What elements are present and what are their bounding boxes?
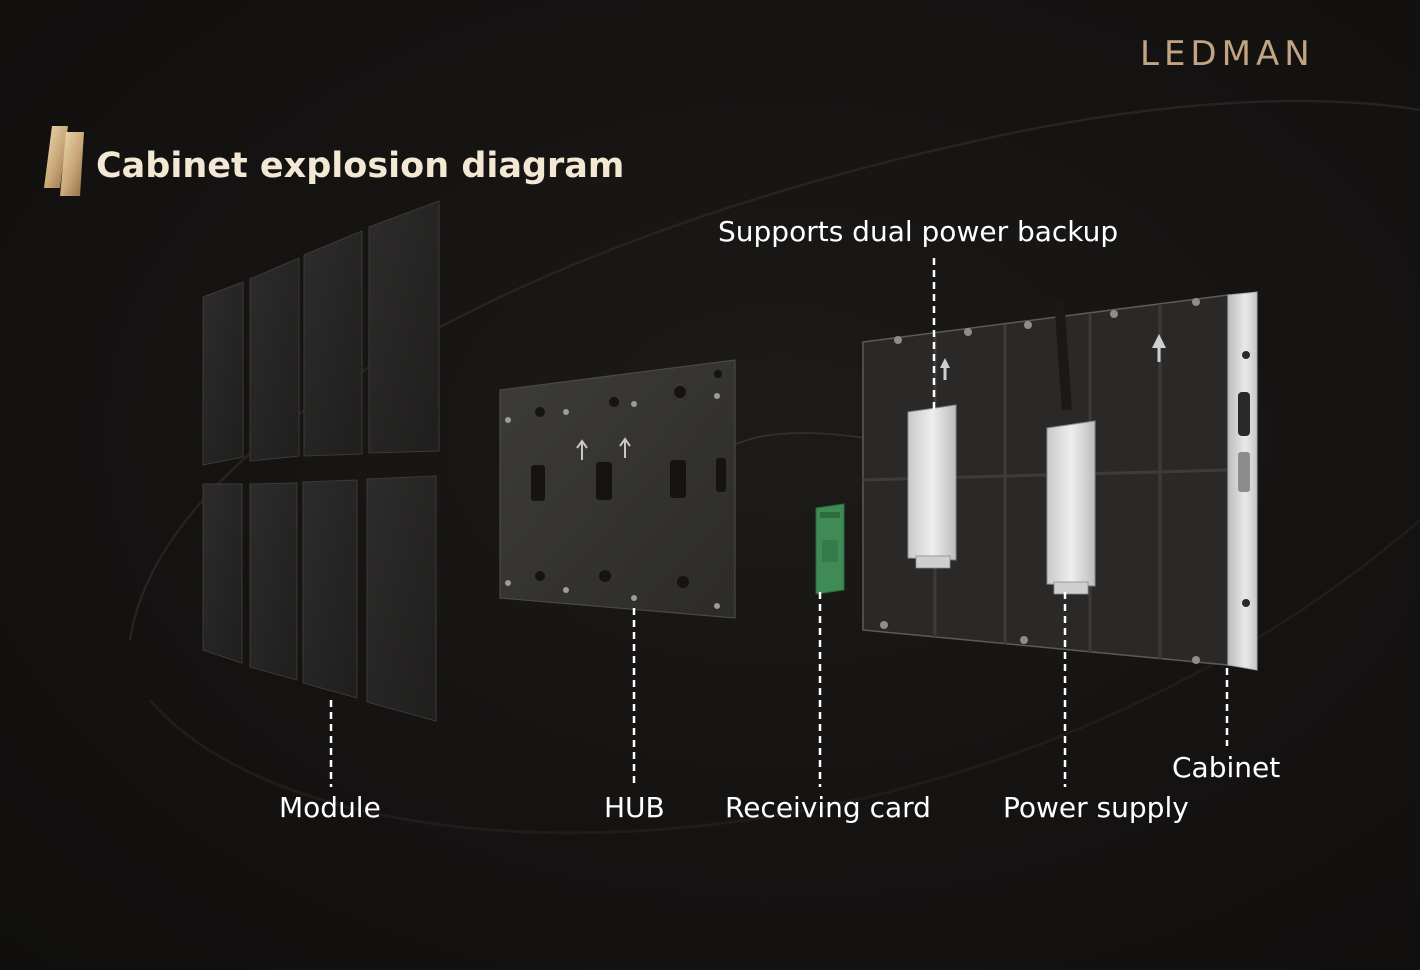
label-power-supply: Power supply bbox=[1003, 791, 1189, 824]
module-tile bbox=[249, 482, 298, 681]
module-tile bbox=[366, 475, 437, 722]
receiving-card bbox=[815, 503, 845, 595]
label-cabinet: Cabinet bbox=[1172, 751, 1281, 784]
module-tile bbox=[368, 200, 440, 454]
module-tile bbox=[202, 281, 244, 466]
label-dual-power-backup: Supports dual power backup bbox=[718, 215, 1119, 248]
cabinet bbox=[862, 291, 1258, 671]
hub-board bbox=[499, 359, 736, 619]
module-tile bbox=[249, 257, 300, 462]
module-tile bbox=[202, 483, 243, 664]
page-title: Cabinet explosion diagram bbox=[96, 146, 625, 186]
cabinet-arrow-icons bbox=[940, 334, 1166, 380]
hub-mount-screws bbox=[505, 393, 720, 609]
module-tile bbox=[303, 230, 363, 457]
ledman-logo: LEDMAN bbox=[1140, 34, 1315, 74]
label-receiving-card: Receiving card bbox=[725, 791, 931, 824]
cabinet-screws bbox=[880, 298, 1200, 664]
gold-slash-icon bbox=[44, 126, 84, 196]
module-group bbox=[202, 200, 440, 722]
power-supply-units bbox=[907, 404, 1096, 595]
hub-cutouts bbox=[531, 370, 726, 588]
hub-arrow-icons bbox=[576, 437, 631, 460]
leader-lines bbox=[329, 258, 1229, 787]
module-tile bbox=[302, 479, 358, 699]
label-module: Module bbox=[279, 791, 381, 824]
label-hub: HUB bbox=[604, 791, 665, 824]
